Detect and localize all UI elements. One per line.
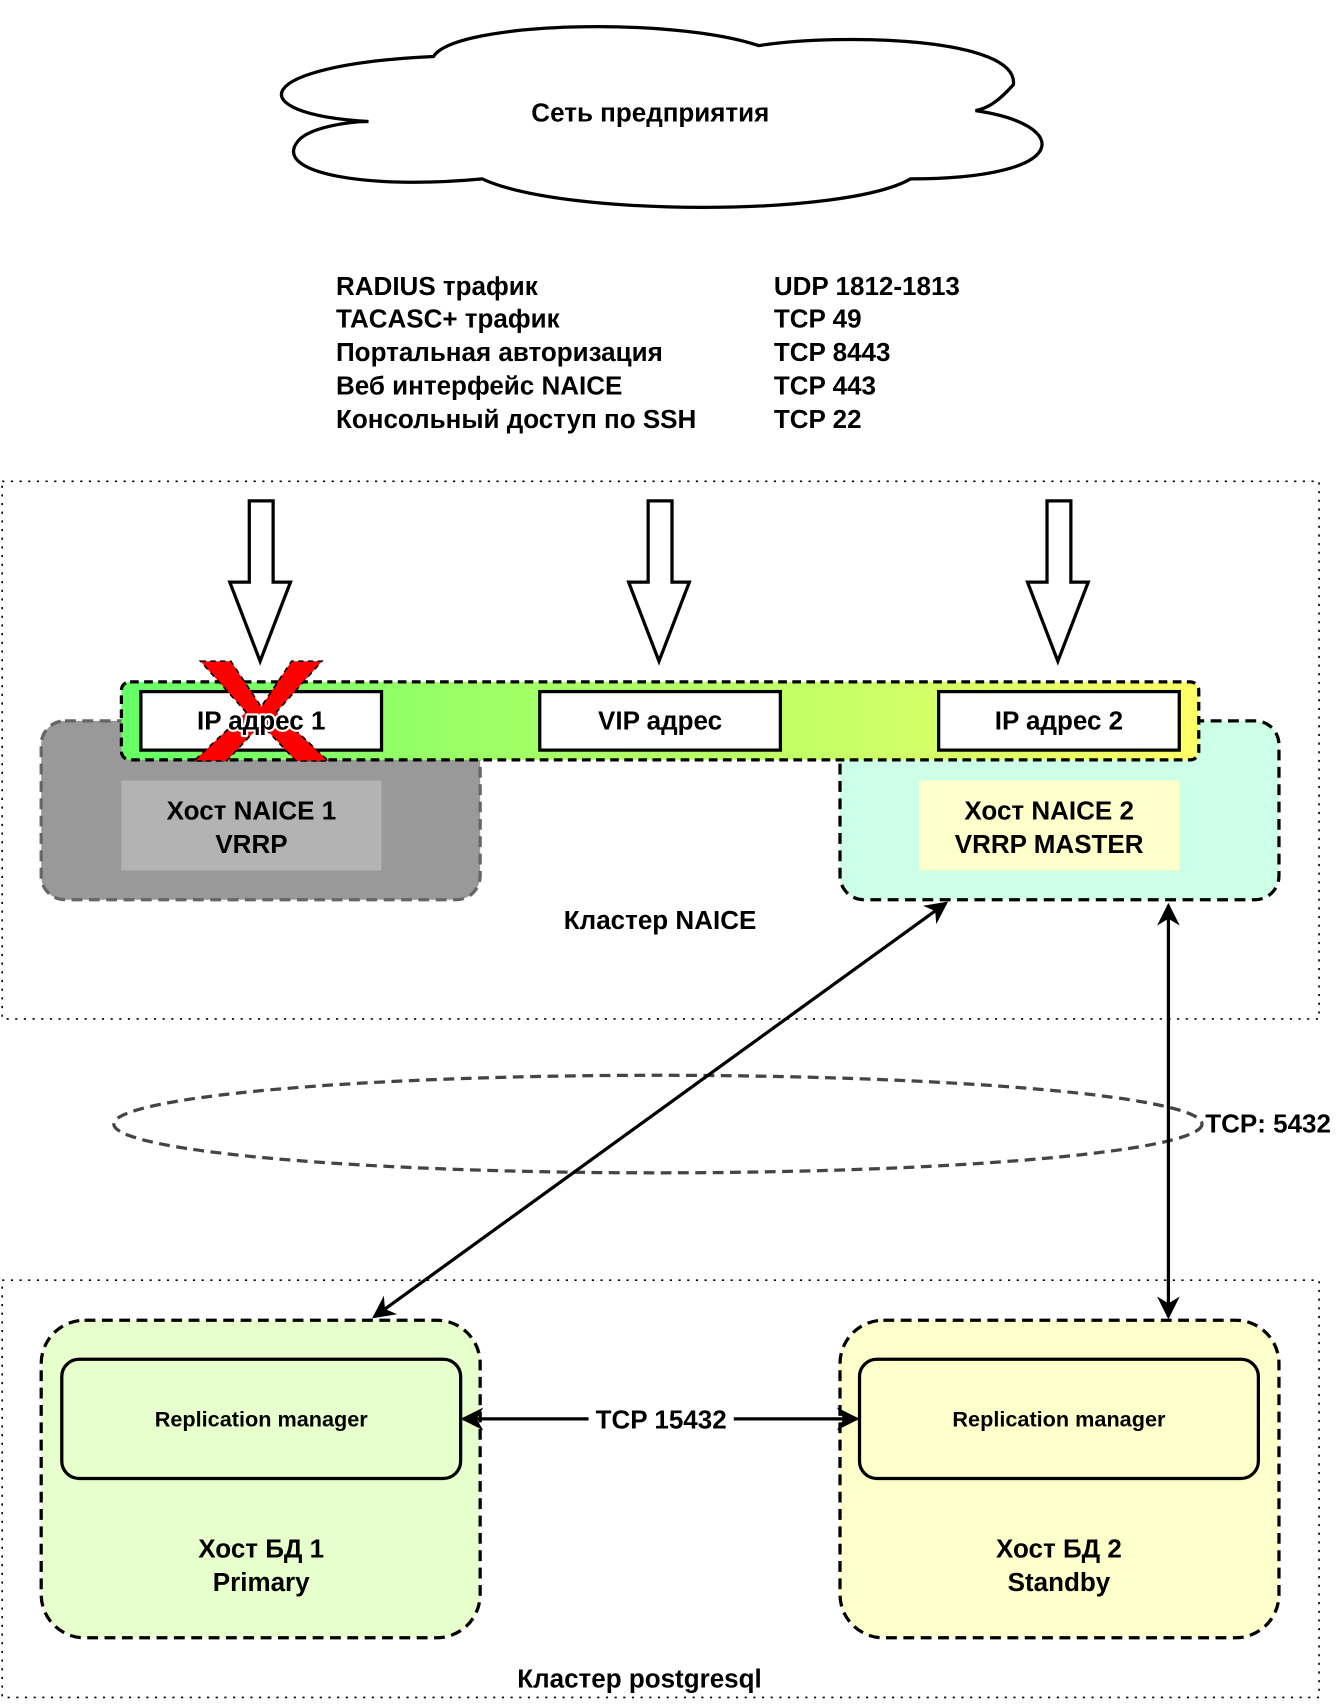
naice-host-1: Хост NAICE 1 VRRP — [39, 719, 482, 902]
db-host-label: Хост БД 2 — [996, 1534, 1122, 1564]
failed-x-icon — [191, 660, 331, 762]
naice-cluster-label: Кластер NAICE — [564, 905, 757, 935]
host-role: VRRP MASTER — [955, 829, 1144, 859]
tcp-15432-label: TCP 15432 — [596, 1405, 727, 1435]
db-link-diagonal — [372, 901, 949, 1319]
ip1-label: IP адрес 1 — [197, 706, 325, 736]
postgresql-cluster: Кластер postgresql Replication manager Х… — [1, 1279, 1320, 1699]
ip2-label: IP адрес 2 — [995, 706, 1123, 736]
rm-label: Replication manager — [952, 1406, 1166, 1431]
db-host-label: Хост БД 1 — [198, 1534, 324, 1564]
traffic-name: Консольный доступ по SSH — [336, 404, 696, 434]
naice-cluster: Кластер NAICE Хост NAICE 1 VRRP Хост NAI… — [1, 480, 1320, 1020]
traffic-port: TCP 49 — [774, 303, 862, 333]
enterprise-network-cloud: Сеть предприятия — [279, 25, 1044, 209]
network-ellipse — [112, 1073, 1204, 1175]
traffic-arrow-icon — [227, 499, 293, 666]
db-host-1: Replication manager Хост БД 1 Primary — [39, 1318, 482, 1640]
traffic-arrow-icon — [626, 499, 692, 666]
traffic-port: TCP 443 — [774, 371, 876, 401]
traffic-port: TCP 8443 — [774, 337, 891, 367]
traffic-name: TACASC+ трафик — [336, 303, 561, 333]
traffic-name: Веб интерфейс NAICE — [336, 371, 622, 401]
ip2-box — [937, 689, 1181, 752]
rm-label: Replication manager — [155, 1406, 369, 1431]
vip-box — [538, 689, 783, 752]
traffic-name: Портальная авторизация — [336, 337, 663, 367]
traffic-list: RADIUS трафик UDP 1812-1813 TACASC+ траф… — [336, 271, 960, 434]
host-role: VRRP — [215, 829, 287, 859]
db-host-role: Primary — [213, 1567, 310, 1597]
cloud-label: Сеть предприятия — [531, 97, 769, 127]
traffic-name: RADIUS трафик — [336, 271, 539, 301]
pg-cluster-label: Кластер postgresql — [517, 1664, 762, 1694]
db-host-role: Standby — [1008, 1567, 1111, 1597]
traffic-arrow-icon — [1025, 499, 1091, 666]
tcp-5432-label: TCP: 5432 — [1205, 1109, 1331, 1139]
db-host-2: Replication manager Хост БД 2 Standby — [838, 1318, 1281, 1640]
traffic-port: UDP 1812-1813 — [774, 271, 960, 301]
host-label: Хост NAICE 2 — [964, 795, 1134, 825]
host-label: Хост NAICE 1 — [167, 795, 337, 825]
traffic-port: TCP 22 — [774, 404, 862, 434]
vip-label: VIP адрес — [598, 706, 722, 736]
